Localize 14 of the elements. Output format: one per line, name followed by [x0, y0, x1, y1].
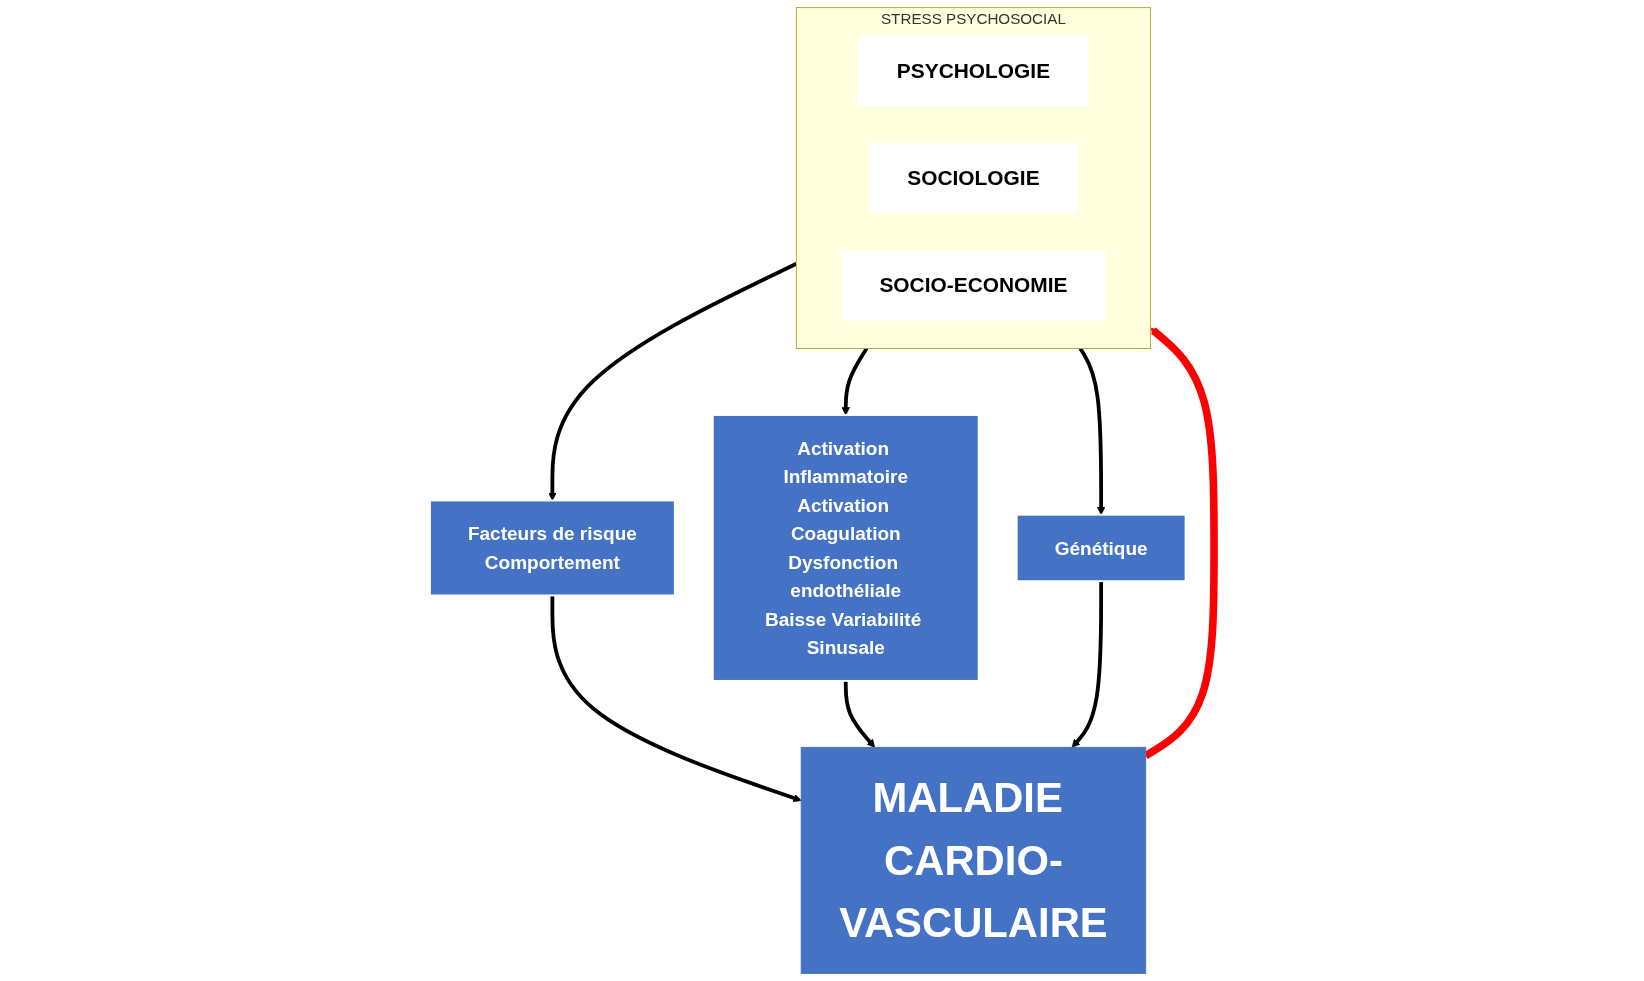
- arrow: [550, 595, 802, 803]
- node-box: SOCIOLOGIE: [868, 142, 1079, 214]
- arrow: [1071, 581, 1104, 748]
- node-box: MALADIE CARDIO-VASCULAIRE: [800, 746, 1147, 974]
- arrow: [843, 680, 876, 748]
- node-box: PSYCHOLOGIE: [858, 35, 1089, 106]
- node-box: Génétique: [1015, 513, 1187, 583]
- node-box: SOCIO-ECONOMIE: [840, 250, 1106, 321]
- node-box: Facteurs de risque Comportement: [429, 499, 676, 597]
- node-box: Activation Inflammatoire Activation Coagulation Dysfonction endothéliale Baisse Variabilité Sinusale: [711, 414, 980, 682]
- arrow: [1143, 327, 1218, 759]
- arrow: [1078, 347, 1106, 516]
- arrow: [548, 262, 798, 501]
- arrow: [841, 347, 869, 416]
